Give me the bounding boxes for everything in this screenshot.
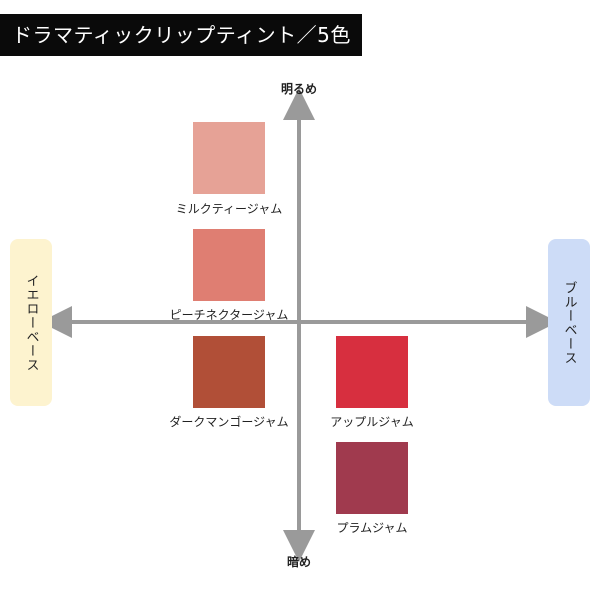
swatch-apple-jam <box>336 336 408 408</box>
swatch-label-apple-jam: アップルジャム <box>330 415 414 429</box>
swatch-milk-tea-jam <box>193 122 265 194</box>
axis-label-top: 明るめ <box>281 82 318 96</box>
swatch-peach-nectar-jam <box>193 229 265 301</box>
axis-label-right: ブルーベース <box>561 280 577 365</box>
yellow-base-box: イエローベース <box>10 239 52 406</box>
swatch-label-dark-mango-jam: ダークマンゴージャム <box>169 415 289 429</box>
swatch-dark-mango-jam <box>193 336 265 408</box>
axis-label-left: イエローベース <box>23 273 39 372</box>
page-title: ドラマティックリップティント／5色 <box>0 14 362 56</box>
blue-base-box: ブルーベース <box>548 239 590 406</box>
swatch-label-peach-nectar-jam: ピーチネクタージャム <box>169 308 289 322</box>
swatch-label-milk-tea-jam: ミルクティージャム <box>175 202 283 216</box>
swatch-label-plum-jam: プラムジャム <box>336 521 408 535</box>
swatch-plum-jam <box>336 442 408 514</box>
axis-label-bottom: 暗め <box>287 555 312 569</box>
